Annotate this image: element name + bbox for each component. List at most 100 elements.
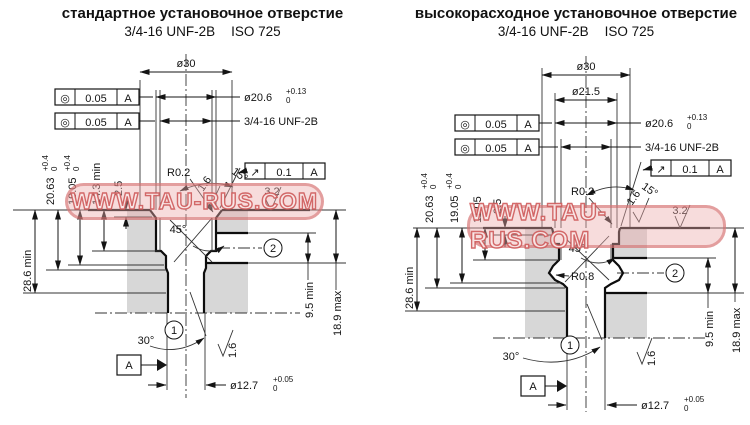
svg-text:1.6: 1.6 — [227, 343, 239, 358]
right-dia30-label: ø30 — [577, 61, 596, 73]
svg-text:0: 0 — [684, 404, 689, 413]
right-part-outline — [483, 226, 710, 338]
right-r08-label: R0.8 — [571, 271, 594, 283]
left-dia30-label: ø30 — [177, 58, 196, 70]
left-countersink-callout: 15° R0.2 1.6 — [167, 166, 250, 213]
right-drill-angle: 30° 1 — [503, 303, 603, 363]
svg-text:20.63: 20.63 — [45, 177, 57, 205]
right-boss-dims: 9.5 min 18.9 max — [704, 227, 743, 353]
left-roughness-3-2: 3.2 — [264, 186, 279, 198]
right-fcf-runout: ↗ 0.1 A — [642, 159, 732, 177]
left-depth-14-3: 14.3 min — [91, 163, 103, 205]
right-depth-11-05: 11.05 — [472, 196, 484, 223]
left-thread-spec: 3/4-16 UNF-2B — [124, 23, 216, 39]
svg-text:0.1: 0.1 — [682, 164, 697, 176]
left-chamfer-cross — [169, 217, 225, 263]
right-depth-19-05: 19.05 +0.4 0 — [445, 173, 463, 223]
right-dim-dia30: ø30 — [541, 61, 631, 78]
left-chamfer45-label: 45° — [170, 224, 187, 236]
svg-text:0.05: 0.05 — [85, 93, 106, 105]
left-depth-20-63: 20.63 +0.4 0 — [41, 155, 59, 205]
left-dim-thread: 3/4-16 UNF-2B — [159, 116, 318, 128]
left-thread-callout: 3/4-16 UNF-2B — [244, 116, 318, 128]
right-dim-thread: 3/4-16 UNF-2B — [560, 142, 719, 154]
svg-text:+0.4: +0.4 — [420, 173, 429, 189]
left-drawing: ø30 ø20.6 +0.13 0 3/4-16 UNF-2B ◎ 0.05 A… — [13, 54, 346, 398]
svg-text:20.63: 20.63 — [424, 195, 436, 223]
left-depth-2-5: 2.5 — [113, 181, 125, 196]
right-countersink-callout: 15° R0.2 1.6 — [571, 161, 660, 227]
right-groove-callout: R0.8 — [555, 271, 594, 283]
left-boss-max: 18.9 max — [332, 290, 344, 336]
right-drawing: ø30 ø21.5 ø20.6 +0.13 0 3/4-16 UNF-2B ◎ … — [404, 56, 744, 413]
svg-text:1: 1 — [567, 340, 573, 352]
left-subtitle: 3/4-16 UNF-2B ISO 725 — [15, 24, 390, 41]
svg-text:+0.05: +0.05 — [273, 375, 294, 384]
left-angle30-label: 30° — [138, 335, 155, 347]
left-boss-min: 9.5 min — [304, 282, 316, 318]
right-thread-callout: 3/4-16 UNF-2B — [645, 142, 719, 154]
right-dim-dia21-5: ø21.5 — [554, 86, 618, 103]
right-dim-hole: ø12.7 +0.05 0 — [548, 395, 705, 413]
right-centerlines — [493, 56, 705, 412]
right-roughness-3-2: 3.2 — [672, 205, 687, 217]
left-dim-dia20-6: ø20.6 +0.13 0 — [155, 87, 307, 105]
left-r02-label: R0.2 — [167, 167, 190, 179]
svg-text:A: A — [124, 93, 132, 105]
right-title-text: высокорасходное установочное отверстие — [414, 5, 738, 22]
right-balloon-2: 2 — [665, 263, 685, 283]
svg-text:19.05: 19.05 — [449, 195, 461, 223]
left-depth-19-05: 19.05 +0.4 0 — [63, 155, 81, 205]
left-drill-angle: 30° 1 — [138, 291, 207, 351]
right-section-material — [525, 228, 647, 338]
svg-text:A: A — [524, 119, 532, 131]
svg-text:0.05: 0.05 — [485, 143, 506, 155]
left-fcf-runout: ↗ 0.1 A — [237, 162, 326, 180]
left-dia20-6-label: ø20.6 — [244, 92, 272, 104]
left-dia20-6-tol-dn: 0 — [286, 96, 291, 105]
svg-text:A: A — [524, 143, 532, 155]
svg-text:+0.13: +0.13 — [687, 113, 708, 122]
svg-text:+0.05: +0.05 — [684, 395, 705, 404]
left-standard: ISO 725 — [231, 23, 281, 39]
svg-text:+0.4: +0.4 — [41, 155, 50, 171]
svg-text:+0.4: +0.4 — [445, 173, 454, 189]
left-hole-dia-label: ø12.7 — [230, 380, 258, 392]
right-roughness-hole: 1.6 — [636, 337, 658, 366]
left-fcf-concentricity-2: ◎ 0.05 A — [54, 112, 155, 130]
left-roughness-hole: 1.6 — [217, 329, 239, 358]
svg-text:0: 0 — [72, 166, 81, 171]
right-depth-20-63: 20.63 +0.4 0 — [420, 173, 438, 223]
svg-text:A: A — [310, 167, 318, 179]
right-panel-title: высокорасходное установочное отверстие 3… — [390, 5, 750, 41]
right-chamfer45-label: 45° — [569, 243, 586, 255]
svg-text:1.6: 1.6 — [646, 351, 658, 366]
right-chamfer-cross — [562, 235, 616, 283]
svg-text:0.05: 0.05 — [485, 119, 506, 131]
svg-text:2: 2 — [270, 243, 276, 255]
right-boss-min: 9.5 min — [704, 311, 716, 347]
right-angle15-label: 15° — [639, 181, 660, 200]
right-fcf-concentricity-1: ◎ 0.05 A — [454, 114, 552, 132]
right-balloon-1 — [560, 335, 580, 355]
left-roughness-face: 3.2 — [264, 186, 282, 212]
left-datum-flag: A — [116, 354, 167, 376]
left-fcf-concentricity-1: ◎ 0.05 A — [54, 88, 153, 106]
left-balloon-1 — [164, 320, 184, 340]
concentricity-icon: ◎ — [60, 93, 70, 105]
right-hole-dia-label: ø12.7 — [641, 400, 669, 412]
concentricity-icon: ◎ — [460, 119, 470, 131]
svg-text:0: 0 — [50, 166, 59, 171]
svg-text:1: 1 — [171, 325, 177, 337]
svg-text:0: 0 — [429, 184, 438, 189]
left-section-material — [127, 210, 248, 313]
svg-text:+0.4: +0.4 — [63, 155, 72, 171]
concentricity-icon: ◎ — [460, 143, 470, 155]
svg-text:0.05: 0.05 — [85, 117, 106, 129]
right-standard: ISO 725 — [604, 23, 655, 39]
right-boss-max: 18.9 max — [731, 307, 743, 353]
right-datum-flag: A — [520, 375, 567, 397]
svg-text:0: 0 — [273, 384, 278, 393]
left-depth-28-6: 28.6 min — [22, 250, 34, 292]
